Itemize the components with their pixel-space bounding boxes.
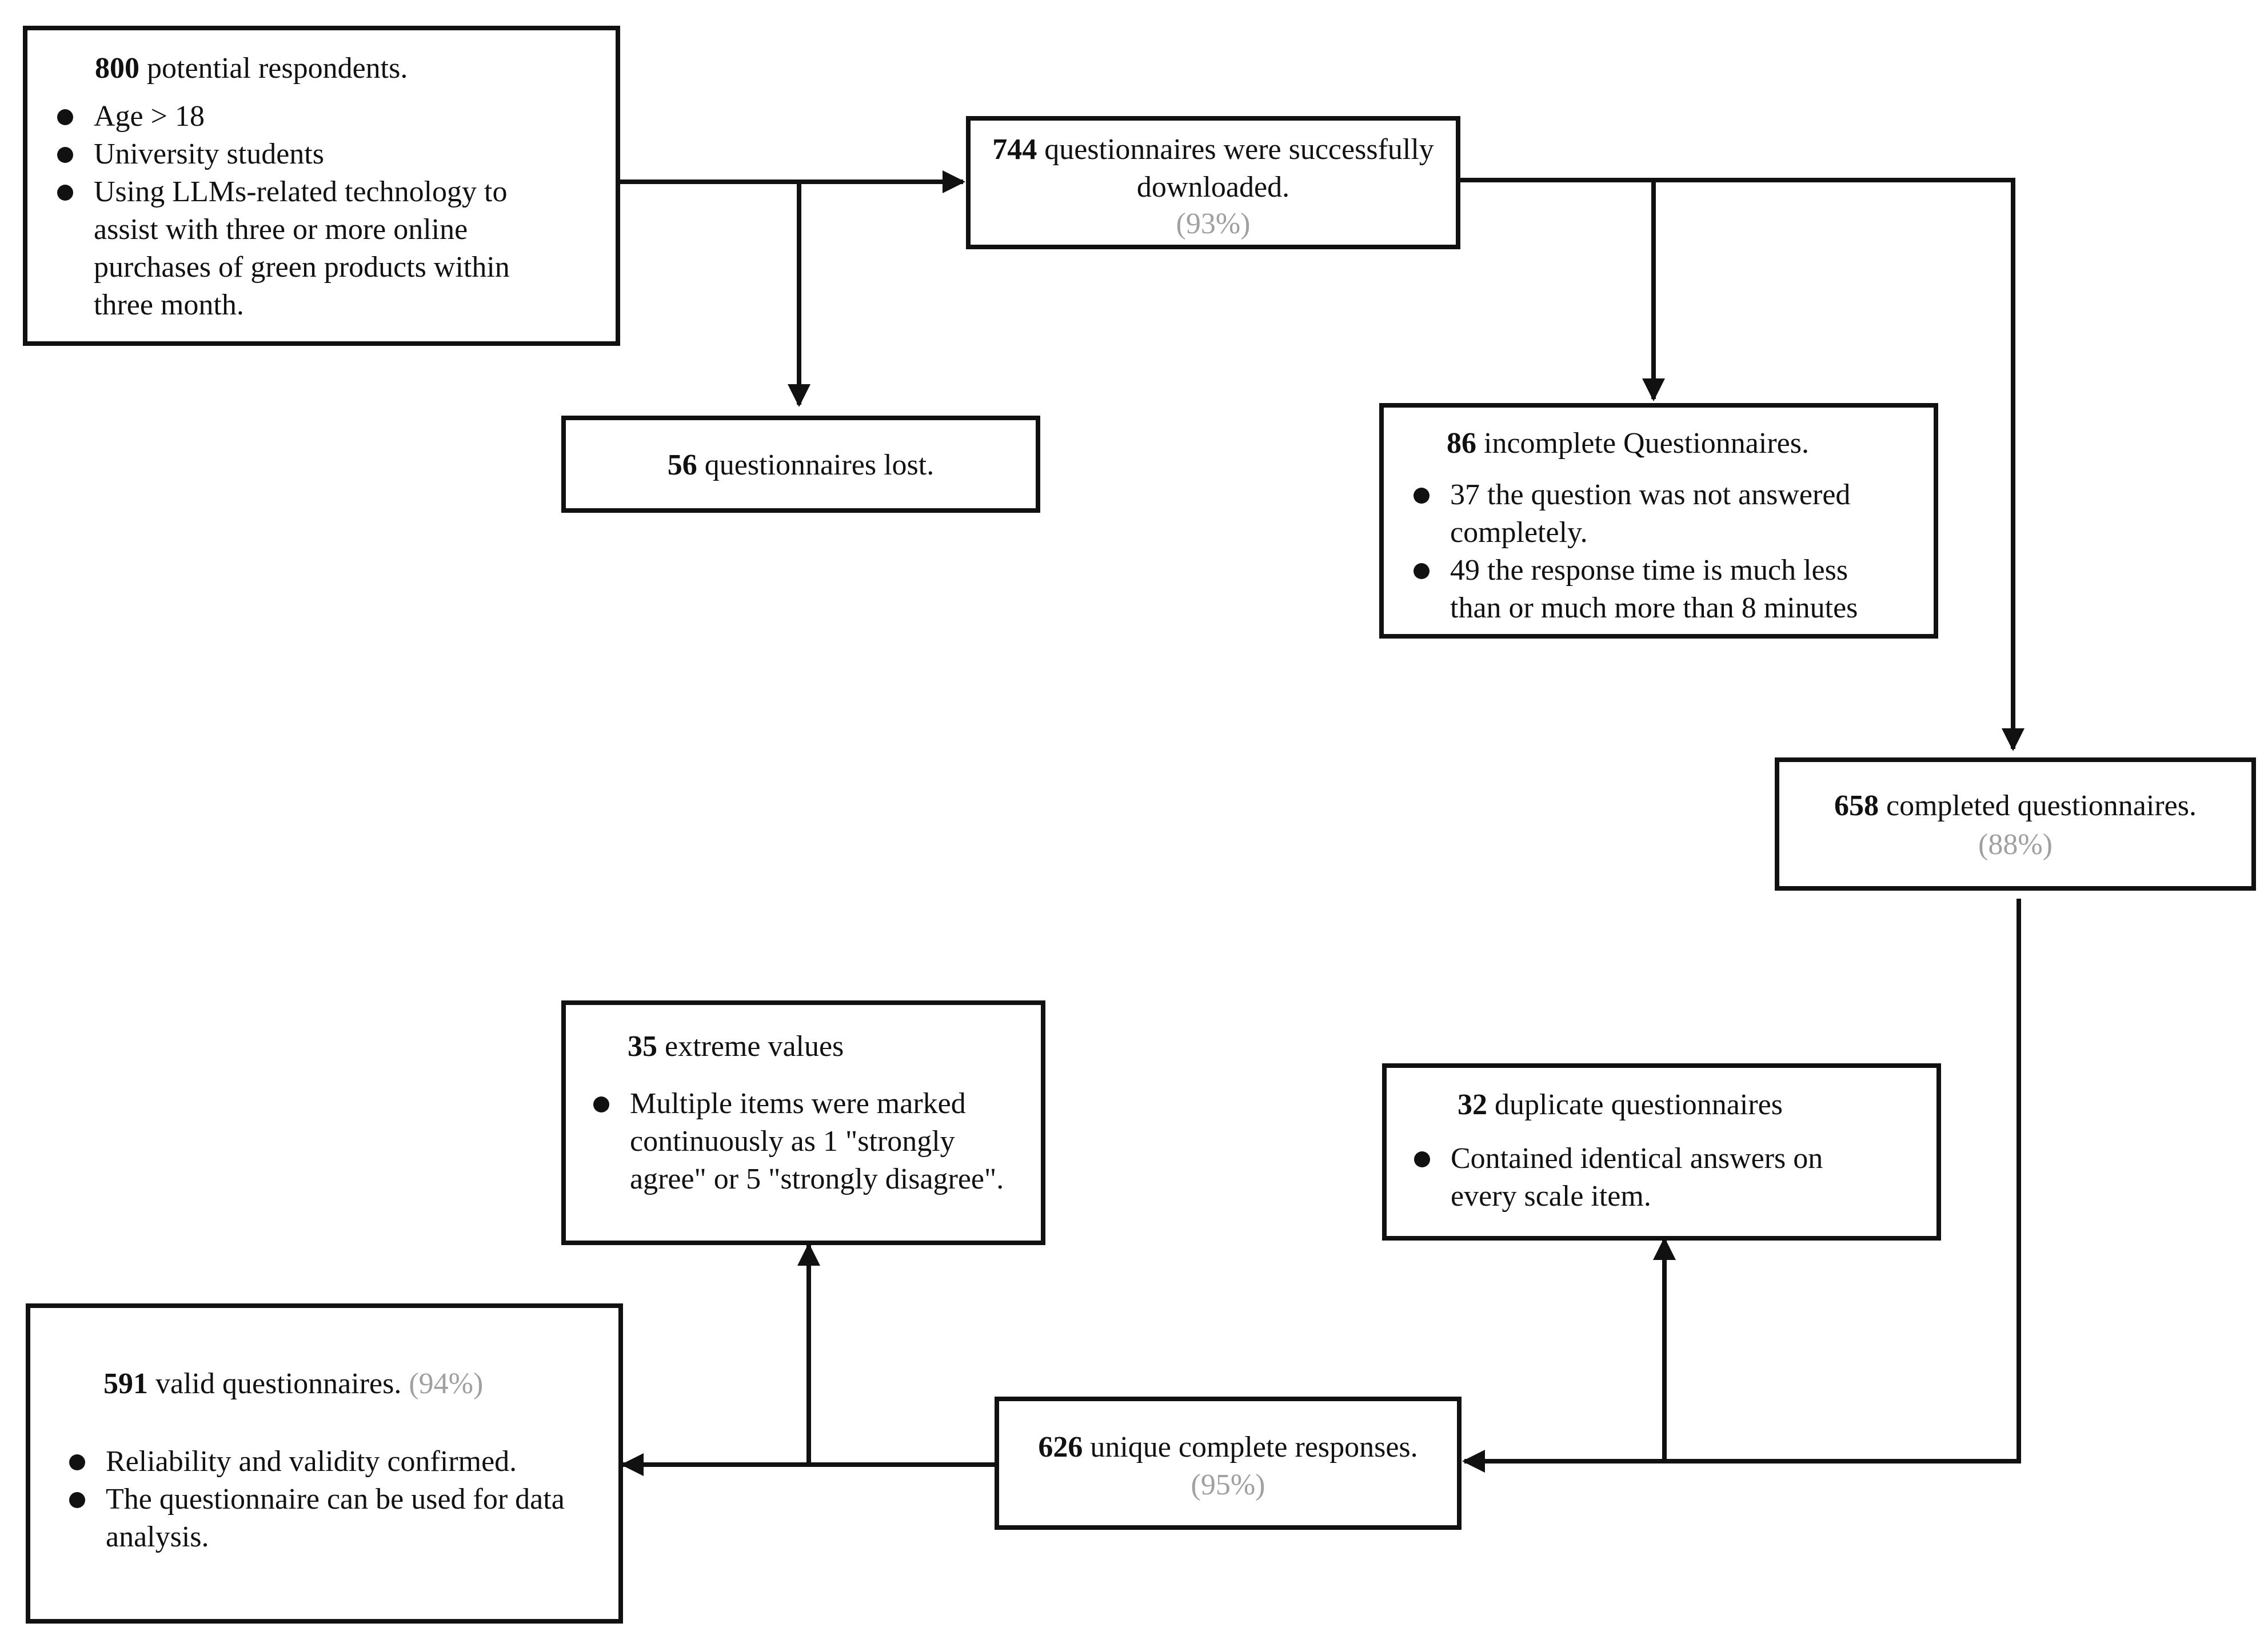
box-extreme-values: 35 extreme values Multiple items were ma…: [561, 1000, 1045, 1245]
arrow-completed-to-unique: [1462, 899, 2021, 1473]
unique-text: unique complete responses.: [1090, 1431, 1418, 1463]
bullet-item: Using LLMs-related technology to assist …: [57, 173, 572, 324]
box-duplicate: 32 duplicate questionnaires Contained id…: [1382, 1063, 1941, 1241]
downloaded-text-2: downloaded.: [1136, 171, 1290, 204]
bullet-item: 49 the response time is much less than o…: [1413, 552, 1899, 627]
lost-text: questionnaires lost.: [704, 449, 935, 481]
incomplete-bullets: 37 the question was not answered complet…: [1413, 476, 1899, 627]
completed-percent: (88%): [1978, 828, 2053, 861]
downloaded-count: 744: [992, 133, 1037, 166]
bullet-item: Contained identical answers on every sca…: [1414, 1140, 1848, 1215]
box-incomplete: 86 incomplete Questionnaires. 37 the que…: [1379, 403, 1938, 639]
downloaded-text: questionnaires were successfully: [1044, 133, 1434, 166]
potential-text: potential respondents.: [147, 52, 408, 85]
bullet-item: University students: [57, 135, 572, 173]
downloaded-percent: (93%): [1176, 208, 1251, 240]
extreme-count: 35: [628, 1030, 657, 1063]
bullet-item: Reliability and validity confirmed.: [69, 1443, 572, 1481]
box-lost: 56 questionnaires lost.: [561, 416, 1040, 513]
box-completed: 658 completed questionnaires. (88%): [1775, 757, 2256, 891]
extreme-bullets: Multiple items were marked continuously …: [593, 1085, 1016, 1198]
valid-percent: (94%): [409, 1367, 484, 1400]
valid-text: valid questionnaires.: [155, 1367, 402, 1400]
box-valid-questionnaires: 591 valid questionnaires. (94%) Reliabil…: [26, 1303, 623, 1624]
bullet-item: Age > 18: [57, 98, 572, 135]
completed-text: completed questionnaires.: [1886, 789, 2197, 822]
duplicate-bullets: Contained identical answers on every sca…: [1414, 1140, 1848, 1215]
lost-count: 56: [667, 449, 697, 481]
box-downloaded: 744 questionnaires were successfully dow…: [966, 116, 1460, 249]
valid-bullets: Reliability and validity confirmed. The …: [69, 1443, 572, 1556]
duplicate-count: 32: [1458, 1088, 1487, 1121]
duplicate-text: duplicate questionnaires: [1495, 1088, 1783, 1121]
bullet-item: The questionnaire can be used for data a…: [69, 1481, 572, 1556]
completed-count: 658: [1834, 789, 1879, 822]
bullet-item: Multiple items were marked continuously …: [593, 1085, 1016, 1198]
unique-count: 626: [1038, 1431, 1083, 1463]
box-potential-respondents: 800 potential respondents. Age > 18 Univ…: [23, 26, 620, 346]
unique-percent: (95%): [1191, 1469, 1265, 1501]
incomplete-text: incomplete Questionnaires.: [1484, 427, 1809, 460]
incomplete-count: 86: [1447, 427, 1476, 460]
extreme-text: extreme values: [665, 1030, 844, 1063]
potential-count: 800: [95, 52, 139, 85]
potential-bullets: Age > 18 University students Using LLMs-…: [57, 98, 572, 324]
arrow-downloaded-to-completed: [1460, 178, 2025, 751]
bullet-item: 37 the question was not answered complet…: [1413, 476, 1899, 552]
box-unique-responses: 626 unique complete responses. (95%): [995, 1397, 1462, 1530]
valid-count: 591: [103, 1367, 148, 1400]
